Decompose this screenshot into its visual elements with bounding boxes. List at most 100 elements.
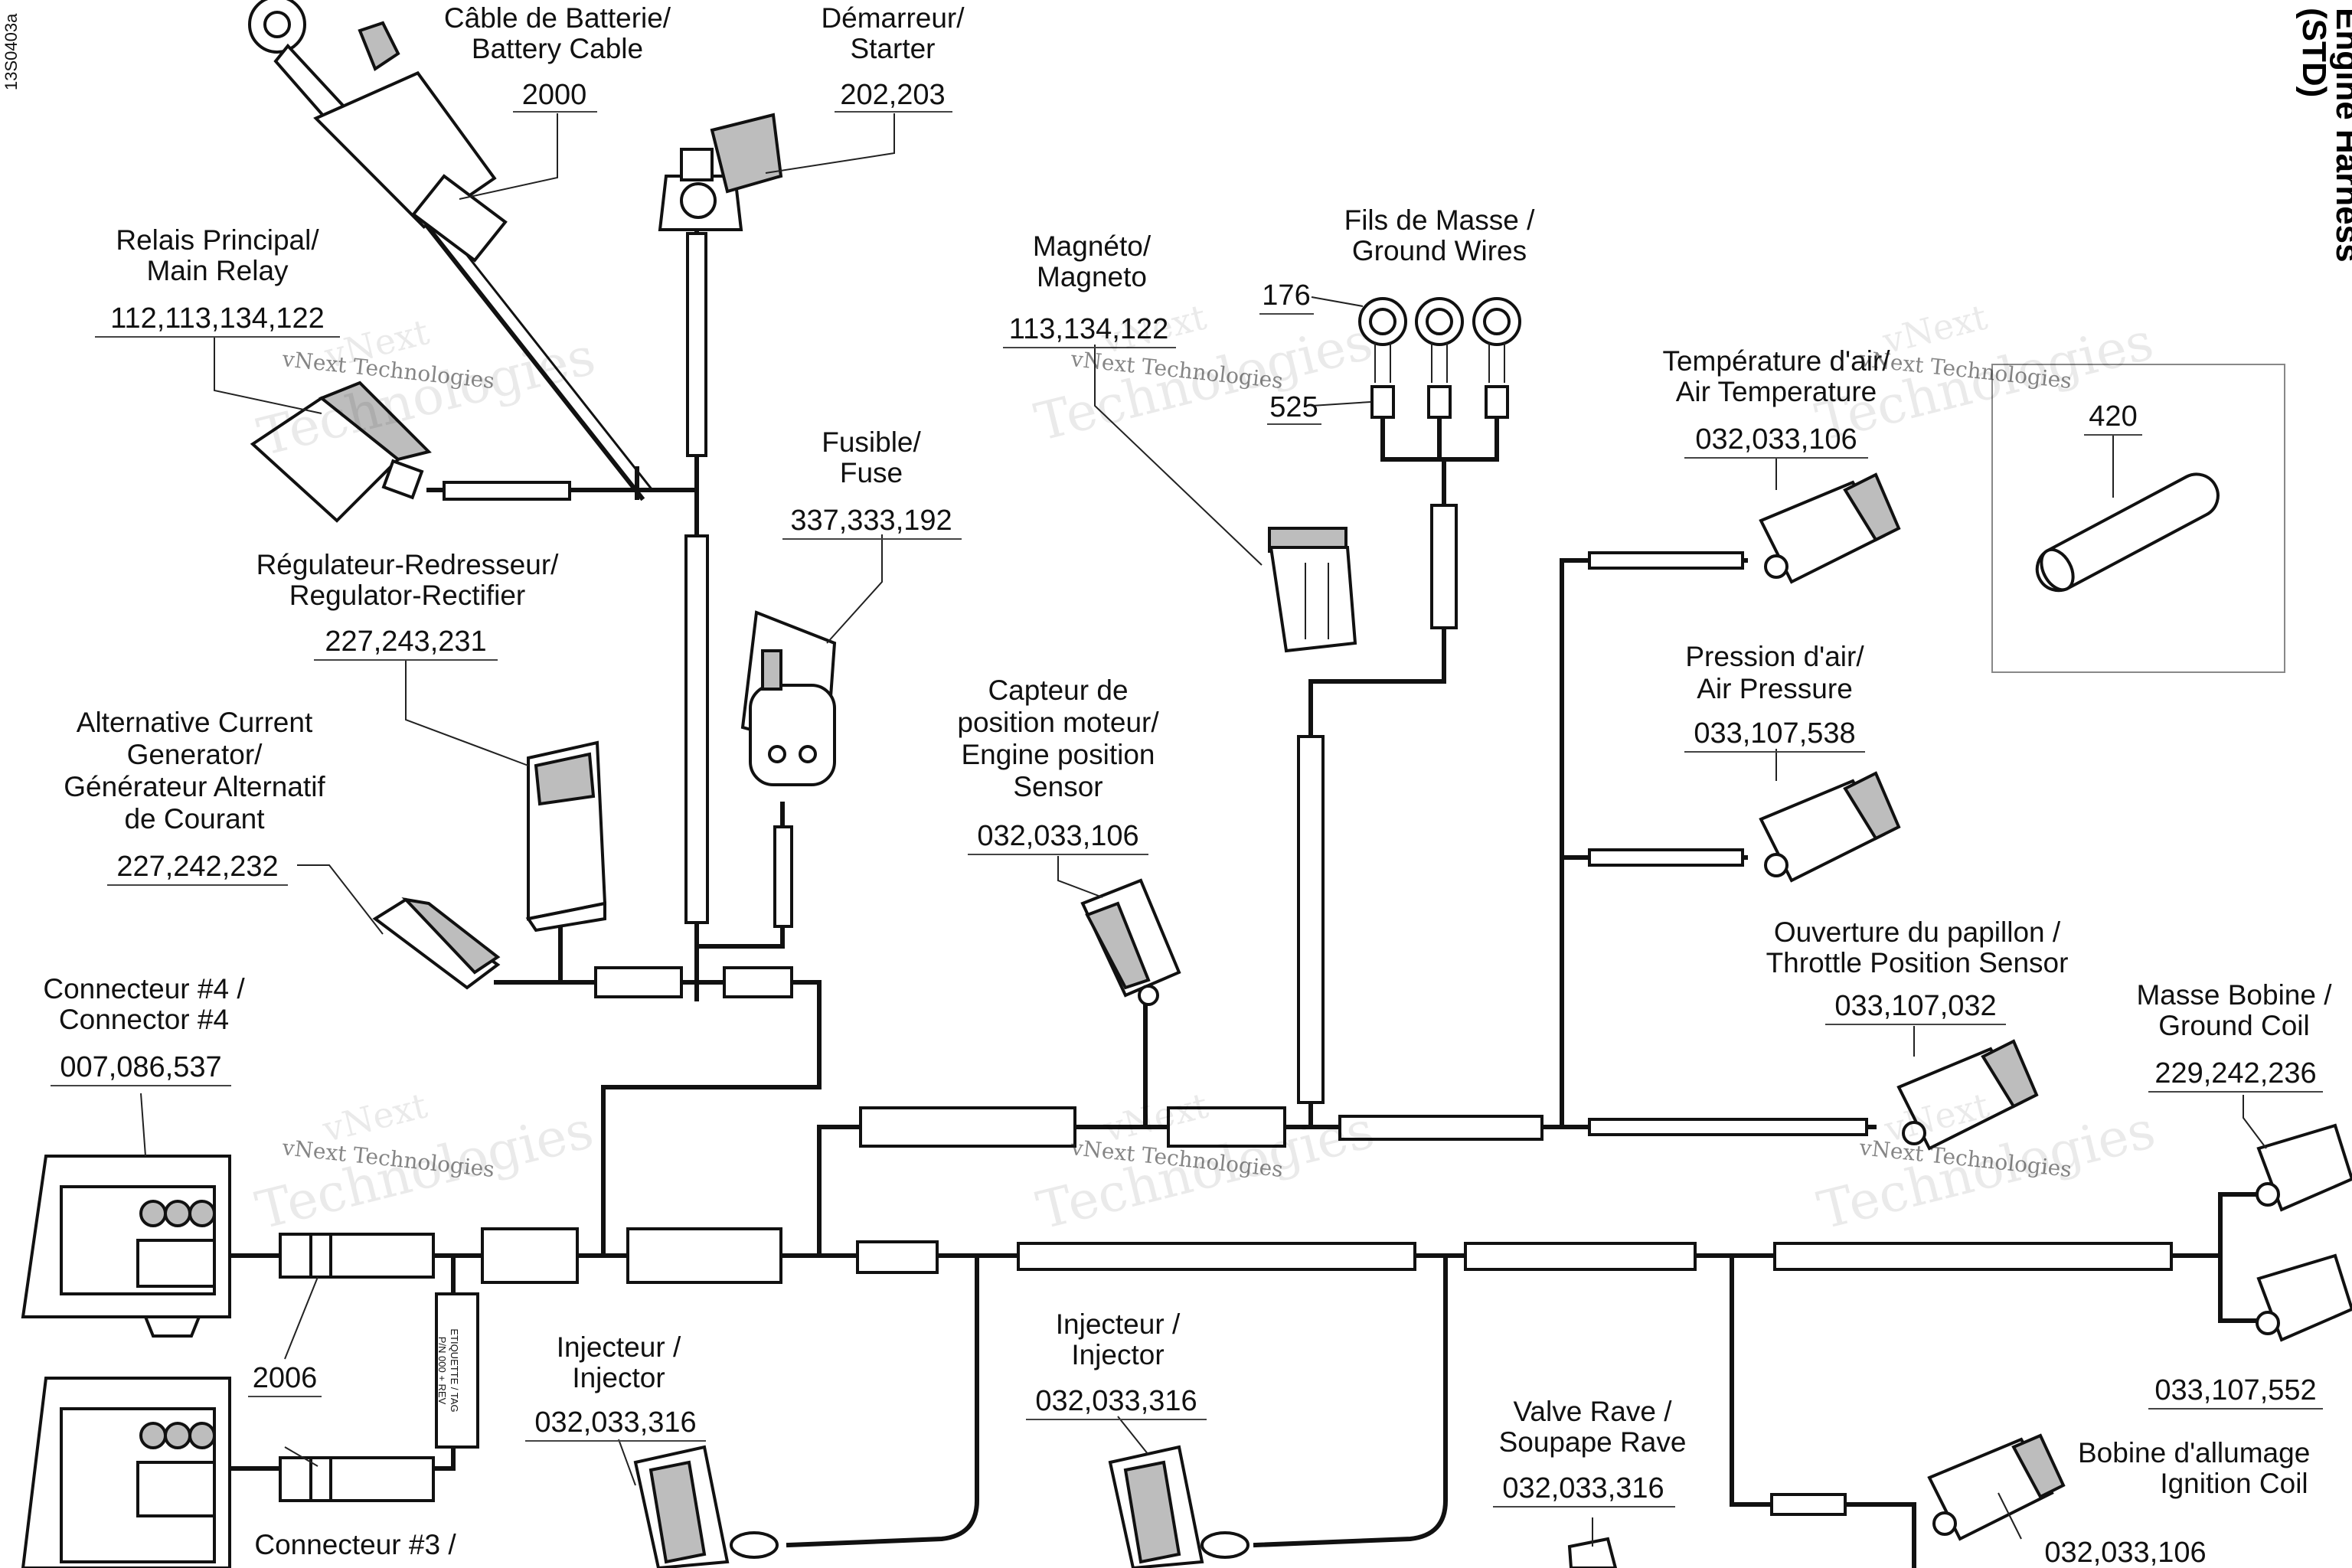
injector2-line-2: Injector bbox=[1071, 1339, 1164, 1370]
ignition-coil-part: 033,107,552 bbox=[2154, 1374, 2316, 1406]
air-pressure-connector-icon bbox=[1759, 771, 1901, 883]
ignition-sensor-connector-icon bbox=[1927, 1433, 2066, 1541]
figure-code: 13S0403a bbox=[2, 13, 21, 90]
fuse-line-1: Fusible/ bbox=[822, 426, 921, 458]
starter-line-1: Démarreur/ bbox=[821, 2, 965, 34]
ac-gen-line-4: de Courant bbox=[124, 803, 265, 835]
harness-sleeves: ETIQUETTE / TAG P/N 000 + REV bbox=[279, 232, 2173, 1516]
engine-pos-line-3: Engine position bbox=[961, 739, 1155, 770]
ac-gen-line-3: Générateur Alternatif bbox=[64, 771, 325, 802]
label-injector-1: Injecteur / Injector 032,033,316 bbox=[525, 1331, 706, 1442]
starter-connector-icon bbox=[658, 113, 783, 231]
label-kit-420: 420 bbox=[2084, 400, 2142, 436]
connector4-part: 007,086,537 bbox=[60, 1051, 221, 1083]
main-relay-part: 112,113,134,122 bbox=[110, 302, 325, 335]
sleeve-tube-icon bbox=[2035, 472, 2220, 593]
ground-coil-connector-icon bbox=[2256, 1123, 2352, 1212]
label-injector-2: Injecteur / Injector 032,033,316 bbox=[1026, 1308, 1207, 1420]
engine-pos-line-2: position moteur/ bbox=[957, 707, 1159, 738]
magneto-connector-icon bbox=[1268, 527, 1357, 653]
label-throttle-position: Ouverture du papillon / Throttle Positio… bbox=[1766, 916, 2069, 1025]
label-ac-generator: Alternative Current Generator/ Générateu… bbox=[64, 707, 325, 886]
label-fuse: Fusible/ Fuse 337,333,192 bbox=[782, 426, 962, 540]
clip-part: 2006 bbox=[253, 1362, 318, 1394]
fuse-part: 337,333,192 bbox=[790, 505, 952, 537]
label-main-relay: Relais Principal/ Main Relay 112,113,134… bbox=[95, 224, 340, 338]
ac-gen-part: 227,242,232 bbox=[116, 851, 278, 883]
rave-line-2: Soupape Rave bbox=[1499, 1426, 1687, 1458]
regulator-line-1: Régulateur-Redresseur/ bbox=[256, 549, 560, 580]
tag-line-2: P/N 000 + REV bbox=[436, 1337, 448, 1405]
label-ground-wires: Fils de Masse / Ground Wires 176 525 bbox=[1259, 204, 1536, 425]
rave-valve-connector-icon bbox=[1567, 1537, 1618, 1568]
ground-ring-part: 176 bbox=[1262, 279, 1310, 312]
label-regulator: Régulateur-Redresseur/ Regulator-Rectifi… bbox=[256, 549, 560, 661]
battery-cable-part: 2000 bbox=[522, 79, 587, 111]
leader-lines bbox=[140, 113, 2267, 1547]
tag-label: ETIQUETTE / TAG P/N 000 + REV bbox=[436, 1328, 460, 1412]
ground-coil-line-2: Ground Coil bbox=[2158, 1010, 2309, 1041]
label-engine-position: Capteur de position moteur/ Engine posit… bbox=[957, 675, 1159, 855]
engine-pos-line-4: Sensor bbox=[1013, 771, 1102, 802]
label-air-temperature: Température d'air/ Air Temperature 032,0… bbox=[1662, 345, 1890, 459]
throttle-part: 033,107,032 bbox=[1834, 990, 1996, 1022]
main-relay-line-2: Main Relay bbox=[146, 255, 289, 286]
throttle-line-2: Throttle Position Sensor bbox=[1766, 947, 2069, 978]
air-temp-line-1: Température d'air/ bbox=[1662, 345, 1890, 377]
title-line-1: Engine Harness bbox=[2329, 8, 2352, 263]
label-bottom-right-part: 032,033,106 bbox=[2044, 1537, 2206, 1568]
injector2-line-1: Injecteur / bbox=[1056, 1308, 1181, 1340]
starter-part: 202,203 bbox=[840, 79, 945, 111]
ac-generator-connector-icon bbox=[372, 897, 501, 990]
label-ignition-coil: 033,107,552 Bobine d'allumage Ignition C… bbox=[2078, 1374, 2323, 1499]
engine-pos-line-1: Capteur de bbox=[988, 675, 1128, 706]
battery-cable-line-2: Battery Cable bbox=[472, 33, 643, 64]
ground-wires-line-1: Fils de Masse / bbox=[1344, 204, 1536, 236]
magneto-line-2: Magneto bbox=[1037, 261, 1147, 292]
battery-cable-line-1: Câble de Batterie/ bbox=[444, 2, 671, 34]
label-connector-3: Connecteur #3 / bbox=[254, 1529, 456, 1560]
components bbox=[21, 0, 2352, 1568]
air-pressure-line-1: Pression d'air/ bbox=[1685, 641, 1864, 672]
magneto-part: 113,134,122 bbox=[1009, 313, 1169, 345]
starter-line-2: Starter bbox=[850, 33, 935, 64]
callout-labels: Câble de Batterie/ Battery Cable 2000 Dé… bbox=[43, 2, 2332, 1568]
label-connector-4: Connecteur #4 / Connector #4 007,086,537 bbox=[43, 973, 245, 1086]
injector1-line-2: Injector bbox=[572, 1362, 665, 1393]
ignition-coil-line-1: Bobine d'allumage bbox=[2078, 1437, 2310, 1468]
rave-line-1: Valve Rave / bbox=[1513, 1396, 1672, 1427]
injector1-line-1: Injecteur / bbox=[557, 1331, 681, 1363]
connector-3-icon bbox=[21, 1377, 231, 1568]
injector1-part: 032,033,316 bbox=[534, 1406, 696, 1439]
label-rave-valve: Valve Rave / Soupape Rave 032,033,316 bbox=[1493, 1396, 1687, 1508]
rave-part: 032,033,316 bbox=[1502, 1472, 1664, 1504]
air-temp-part: 032,033,106 bbox=[1695, 423, 1857, 456]
connector-4-icon bbox=[21, 1155, 231, 1338]
ground-ring-terminals-icon bbox=[1358, 297, 1521, 419]
label-ground-coil: Masse Bobine / Ground Coil 229,242,236 bbox=[2136, 979, 2332, 1093]
kit-part: 420 bbox=[2089, 400, 2137, 433]
diagram-title: Engine Harness (STD) bbox=[2295, 8, 2352, 263]
air-pressure-part: 033,107,538 bbox=[1694, 717, 1855, 750]
label-air-pressure: Pression d'air/ Air Pressure 033,107,538 bbox=[1684, 641, 1865, 753]
kit-box bbox=[1991, 364, 2285, 673]
connector4-line-1: Connecteur #4 / bbox=[43, 973, 245, 1004]
ground-coil-line-1: Masse Bobine / bbox=[2136, 979, 2332, 1011]
engine-position-connector-icon bbox=[1080, 878, 1181, 1006]
throttle-position-connector-icon bbox=[1896, 1039, 2039, 1151]
ground-wires-line-2: Ground Wires bbox=[1352, 235, 1527, 266]
watermarks: vNext Technologies vNext Technologies vN… bbox=[250, 296, 2161, 1242]
injector2-part: 032,033,316 bbox=[1035, 1385, 1197, 1417]
tag-line-1: ETIQUETTE / TAG bbox=[449, 1328, 460, 1412]
regulator-connector-icon bbox=[525, 740, 607, 933]
regulator-line-2: Regulator-Rectifier bbox=[289, 580, 525, 611]
label-starter: Démarreur/ Starter 202,203 bbox=[821, 2, 965, 113]
air-temp-line-2: Air Temperature bbox=[1676, 376, 1877, 407]
label-clip-2006: 2006 bbox=[248, 1362, 322, 1397]
ac-gen-line-2: Generator/ bbox=[127, 739, 263, 770]
magneto-line-1: Magnéto/ bbox=[1033, 230, 1152, 262]
engine-pos-part: 032,033,106 bbox=[977, 820, 1138, 852]
throttle-line-1: Ouverture du papillon / bbox=[1774, 916, 2061, 948]
injector-1-connector-icon bbox=[633, 1445, 779, 1568]
connector3-line-1: Connecteur #3 / bbox=[254, 1529, 456, 1560]
